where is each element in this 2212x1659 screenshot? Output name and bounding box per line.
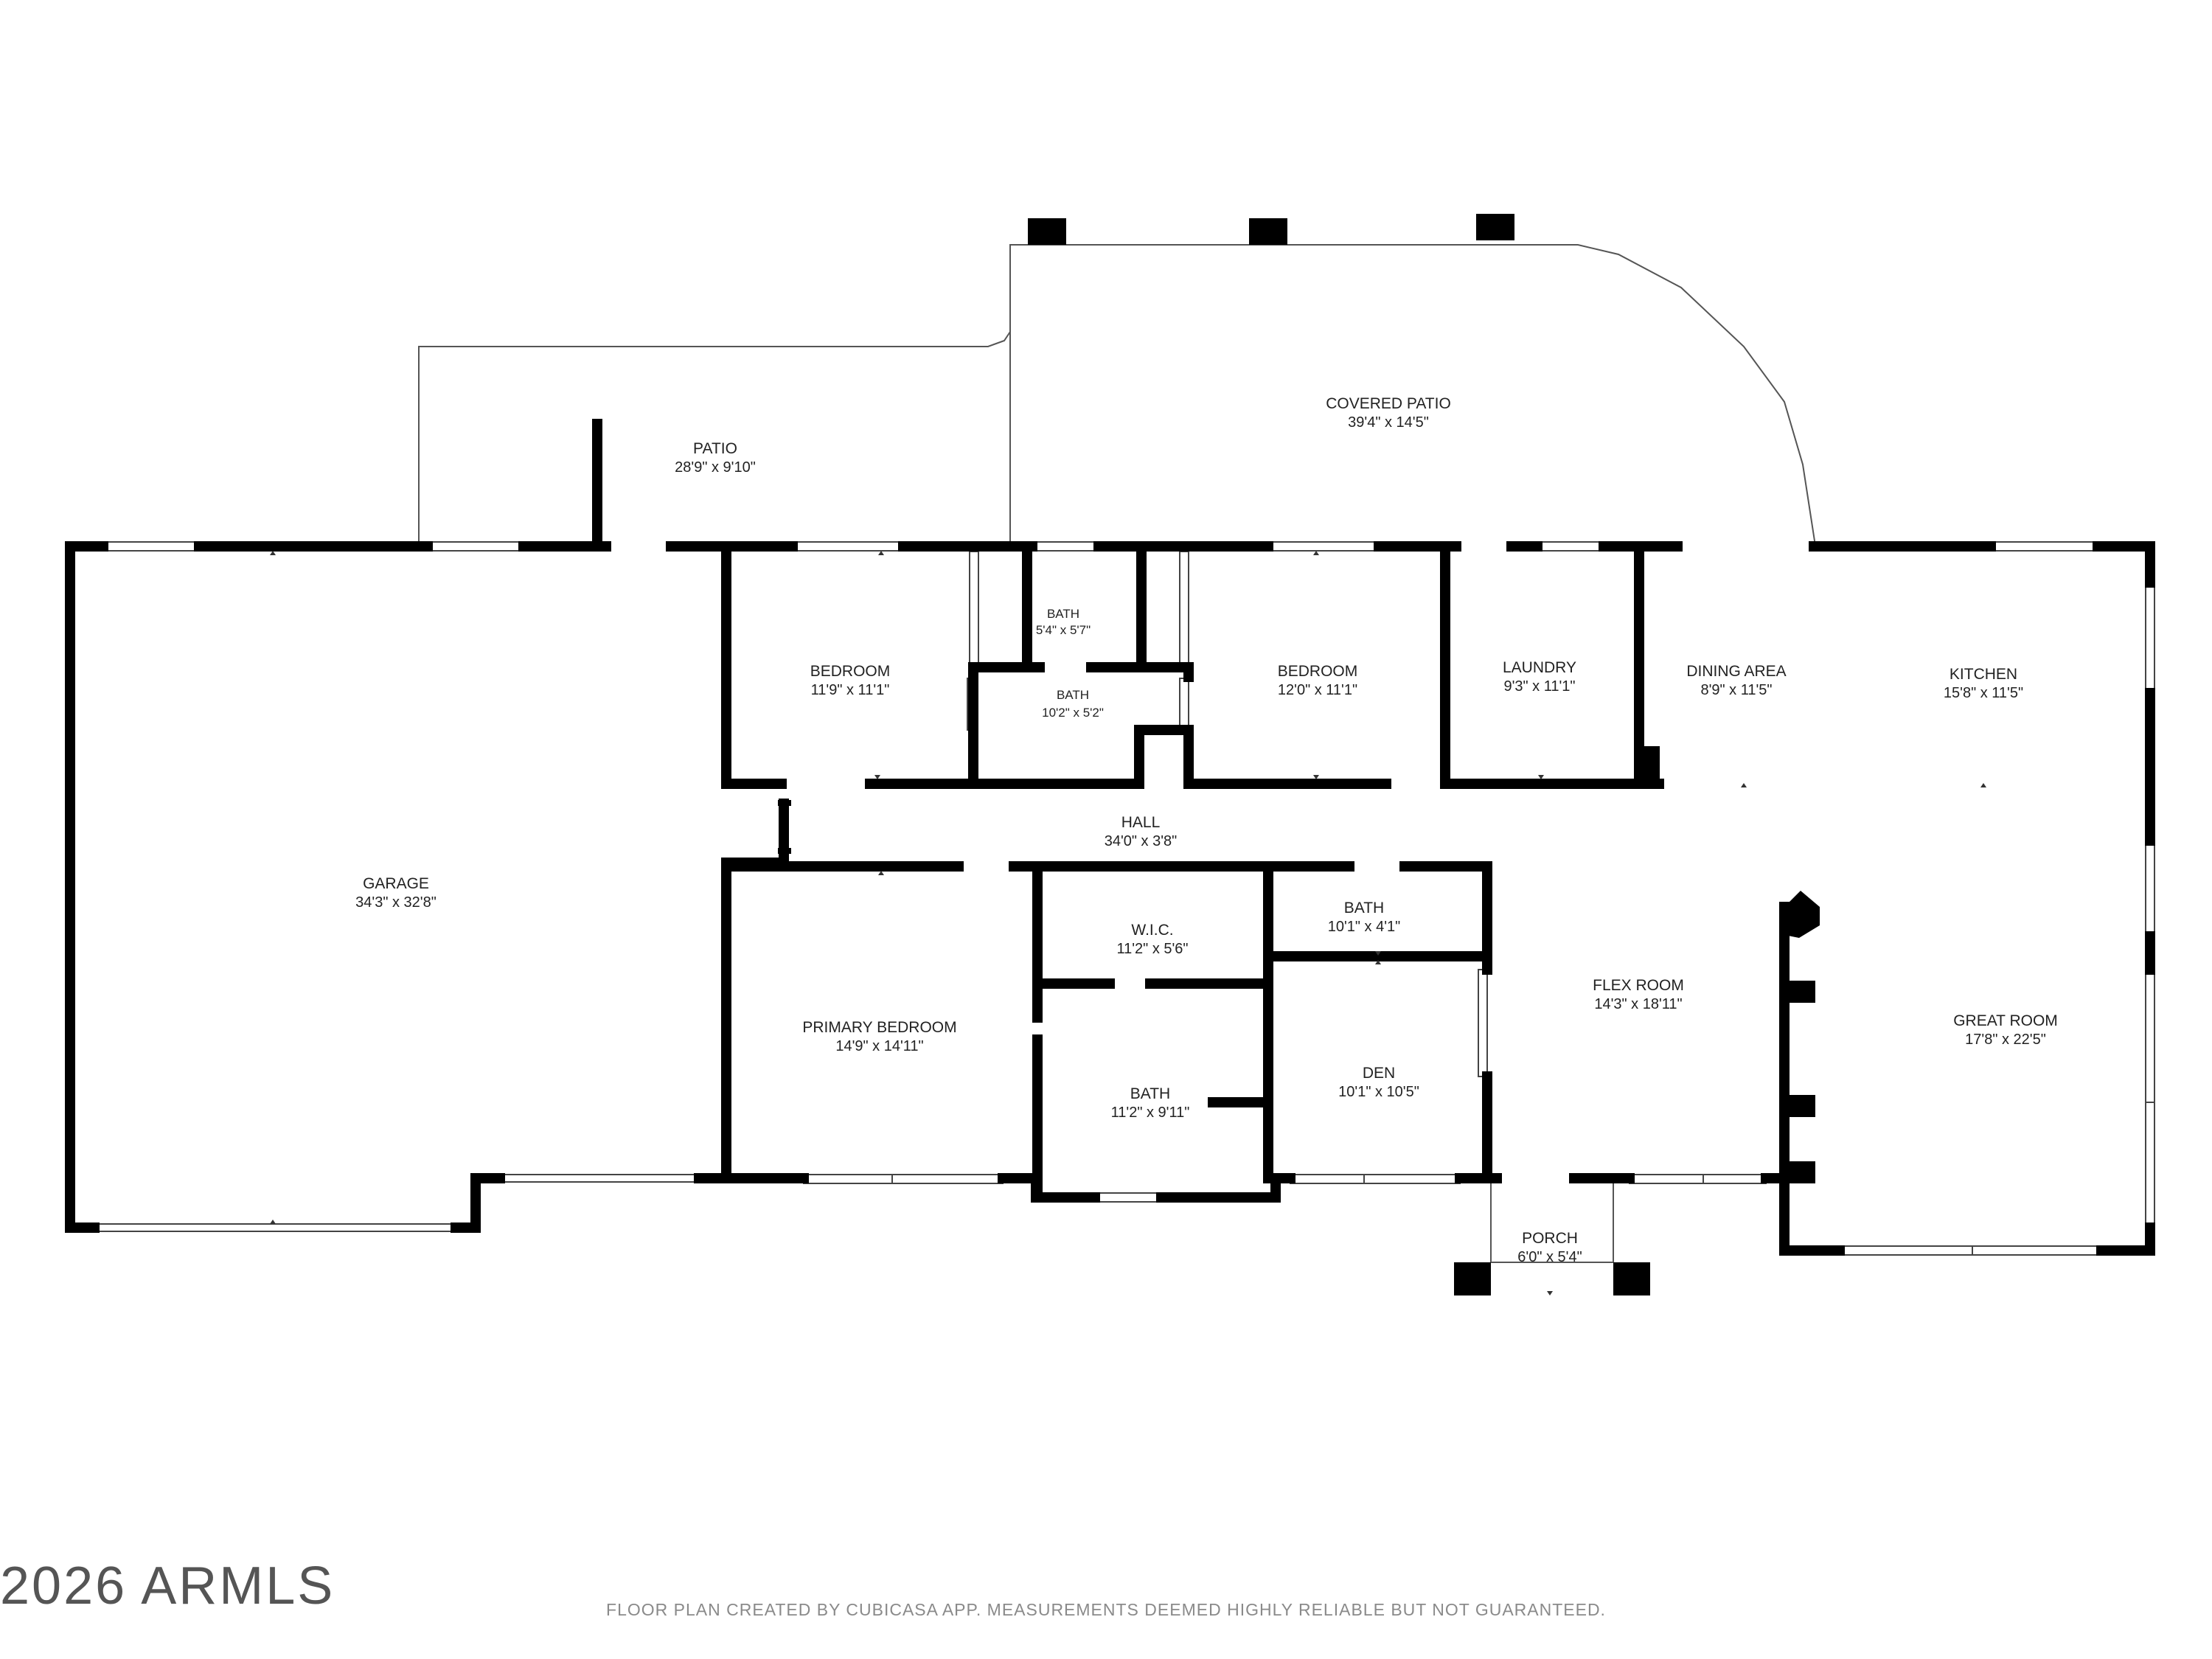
room-label-hall: HALL 34'0" x 3'8" [1105,814,1178,849]
room-dimensions: 10'1" x 10'5" [1338,1084,1419,1100]
room-name: KITCHEN [1950,666,2017,683]
room-dimensions: 28'9" x 9'10" [675,459,756,476]
room-dimensions: 5'4" x 5'7" [1036,623,1091,637]
room-dimensions: 14'9" x 14'11" [835,1038,923,1054]
room-name: FLEX ROOM [1593,977,1684,994]
room-dimensions: 11'9" x 11'1" [811,682,890,698]
room-label-bath-small: BATH 5'4" x 5'7" [1036,607,1091,637]
room-label-laundry: LAUNDRY 9'3" x 11'1" [1503,659,1576,695]
measure-ticks [270,551,1986,1295]
room-label-bedroom-1: BEDROOM 11'9" x 11'1" [810,663,891,698]
room-label-den: DEN 10'1" x 10'5" [1338,1065,1419,1100]
room-name: BATH [1344,900,1384,917]
room-name: PATIO [693,440,737,457]
room-name: BATH [1130,1085,1170,1102]
windows [94,541,2155,1256]
room-dimensions: 6'0" x 5'4" [1517,1249,1582,1265]
room-dimensions: 10'2" x 5'2" [1042,706,1104,720]
room-name: LAUNDRY [1503,659,1576,676]
room-dimensions: 12'0" x 11'1" [1278,682,1357,698]
room-name: PRIMARY BEDROOM [802,1019,956,1036]
room-label-bedroom-2: BEDROOM 12'0" x 11'1" [1278,663,1358,698]
room-name: DEN [1363,1065,1395,1082]
room-label-primary-bedroom: PRIMARY BEDROOM 14'9" x 14'11" [802,1019,956,1054]
wall-blocks [778,746,1820,1183]
room-label-wic: W.I.C. 11'2" x 5'6" [1116,922,1188,957]
room-name: GREAT ROOM [1953,1012,2058,1029]
porch-columns [1454,1262,1650,1295]
patio-outline [418,329,1011,544]
room-name: W.I.C. [1131,922,1173,939]
walls [65,419,2155,1256]
room-name: COVERED PATIO [1326,395,1451,412]
room-dimensions: 9'3" x 11'1" [1503,678,1575,695]
watermark: 2026 ARMLS [0,1557,335,1615]
room-label-patio: PATIO 28'9" x 9'10" [675,440,756,476]
room-label-bath-2: BATH 10'2" x 5'2" [1042,688,1104,720]
room-name: PORCH [1522,1230,1578,1247]
room-label-kitchen: KITCHEN 15'8" x 11'5" [1944,666,2023,701]
room-dimensions: 11'2" x 9'11" [1111,1105,1190,1121]
room-dimensions: 8'9" x 11'5" [1700,682,1772,698]
porch-outline [1490,1183,1614,1263]
room-label-bath-3: BATH 10'1" x 4'1" [1328,900,1401,935]
room-label-porch: PORCH 6'0" x 5'4" [1517,1230,1582,1265]
room-name: BEDROOM [1278,663,1358,680]
room-dimensions: 15'8" x 11'5" [1944,685,2023,701]
room-name: DINING AREA [1686,663,1786,680]
room-name: BATH [1047,607,1079,621]
room-label-great-room: GREAT ROOM 17'8" x 22'5" [1953,1012,2058,1048]
room-dimensions: 17'8" x 22'5" [1965,1032,2046,1048]
room-dimensions: 39'4" x 14'5" [1348,414,1429,431]
room-dimensions: 34'3" x 32'8" [355,894,437,911]
room-label-dining: DINING AREA 8'9" x 11'5" [1686,663,1786,698]
room-label-flex: FLEX ROOM 14'3" x 18'11" [1593,977,1684,1012]
room-dimensions: 14'3" x 18'11" [1594,996,1682,1012]
room-dimensions: 34'0" x 3'8" [1105,833,1178,849]
room-label-covered-patio: COVERED PATIO 39'4" x 14'5" [1326,395,1451,431]
covered-patio-outline [1009,244,1816,546]
footer-disclaimer: FLOOR PLAN CREATED BY CUBICASA APP. MEAS… [606,1600,1606,1619]
room-label-garage: GARAGE 34'3" x 32'8" [355,875,437,911]
room-label-bath-primary: BATH 11'2" x 9'11" [1111,1085,1190,1121]
room-name: HALL [1121,814,1161,831]
room-dimensions: 11'2" x 5'6" [1116,941,1188,957]
room-name: BEDROOM [810,663,891,680]
room-name: GARAGE [363,875,429,892]
room-dimensions: 10'1" x 4'1" [1328,919,1401,935]
patio-columns [1028,214,1514,245]
room-name: BATH [1057,688,1089,702]
